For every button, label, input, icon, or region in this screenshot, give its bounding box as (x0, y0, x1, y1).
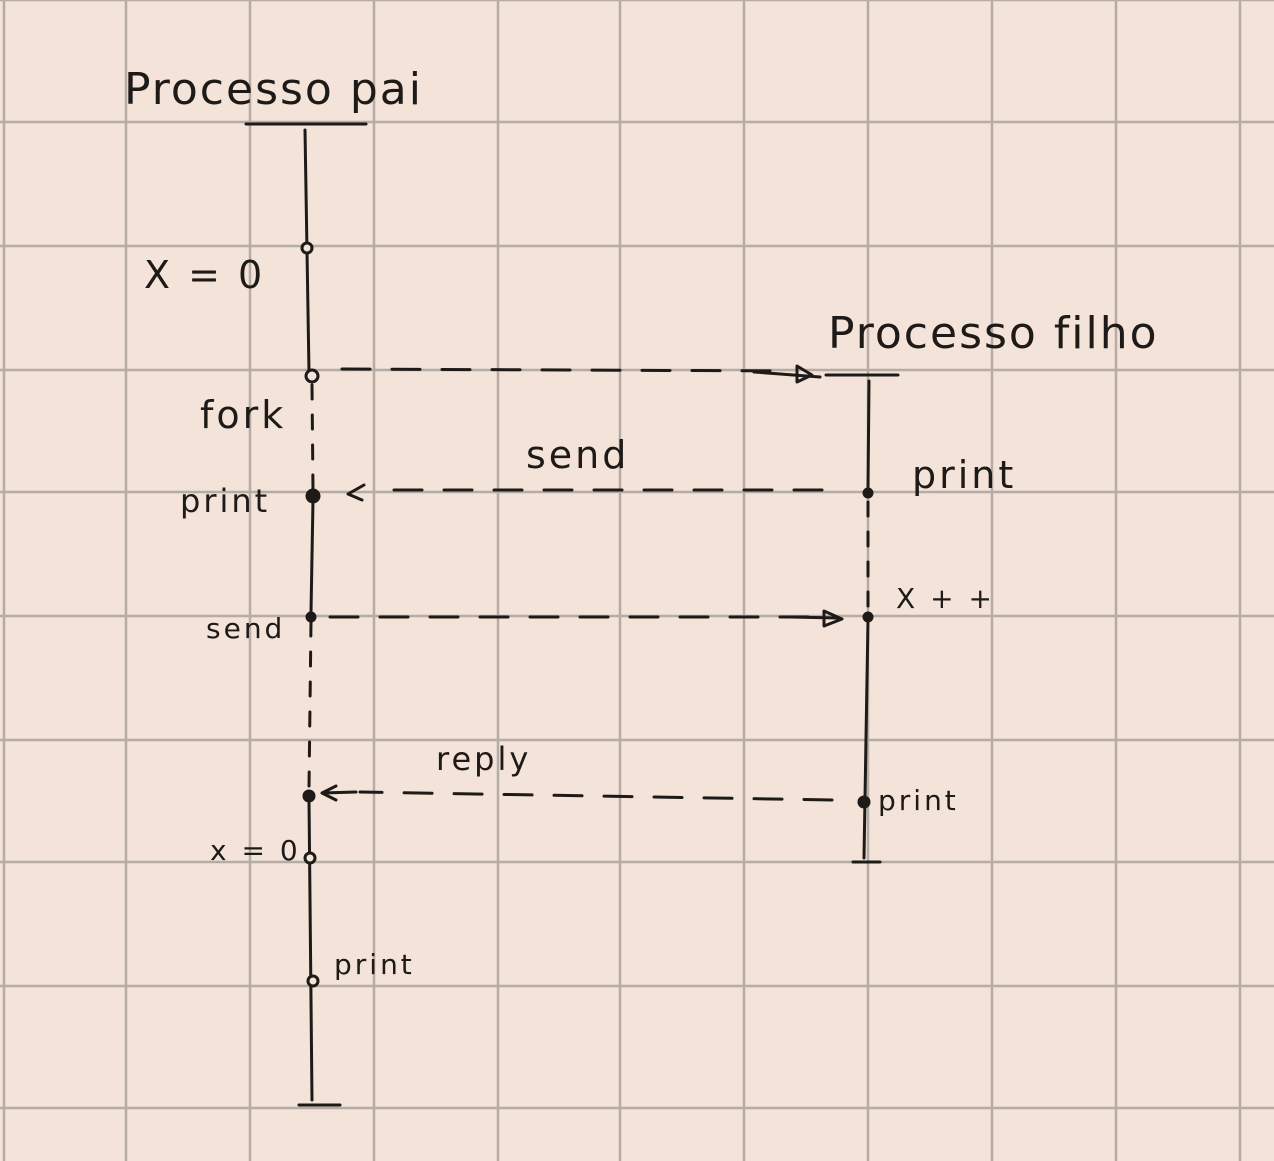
parent-event-dots (300, 241, 321, 988)
event-dot-receive-reply (302, 789, 316, 803)
fork-arrow-head (752, 364, 822, 384)
event-dot-fork (304, 368, 320, 384)
parent-label-init: X = 0 (144, 253, 265, 297)
reply-arrow-head (320, 784, 358, 802)
child-dot-print (862, 487, 874, 499)
fork-arrow-line (340, 367, 792, 373)
child-label-increment: X + + (896, 582, 995, 615)
child-process-title: Processo filho (828, 308, 1159, 359)
child-line-segment (862, 618, 870, 860)
message-label-send: send (526, 433, 629, 477)
parent-label-fork: fork (200, 393, 286, 437)
parent-line-dashed (307, 620, 313, 790)
parent-process-title: Processo pai (124, 64, 423, 115)
parent-label-print-final: print (334, 948, 415, 981)
child-dot-increment (862, 611, 874, 623)
child-label-print-final: print (878, 784, 959, 817)
child-lifeline (824, 373, 900, 864)
parent-line-segment (309, 498, 315, 614)
event-dot-init (300, 241, 314, 255)
message-arrows (320, 364, 844, 802)
parent-line-segment (307, 798, 314, 1102)
parent-line-dashed (310, 383, 315, 492)
event-dot-print (305, 488, 321, 504)
child-label-print: print (912, 453, 1016, 497)
child-dot-print-final (857, 795, 871, 809)
send-arrow-head (346, 483, 366, 502)
reply-arrow-line (358, 790, 834, 802)
parent-send-arrow-head (788, 609, 844, 628)
child-line-segment (866, 379, 871, 490)
parent-label-reset: x = 0 (210, 834, 301, 867)
child-event-dots (857, 487, 874, 809)
event-dot-print-final (306, 974, 320, 988)
parent-label-print: print (180, 482, 270, 520)
parent-label-send: send (206, 612, 285, 645)
event-dot-send (305, 611, 317, 623)
event-dot-reset (303, 851, 317, 865)
message-label-reply: reply (436, 740, 531, 778)
